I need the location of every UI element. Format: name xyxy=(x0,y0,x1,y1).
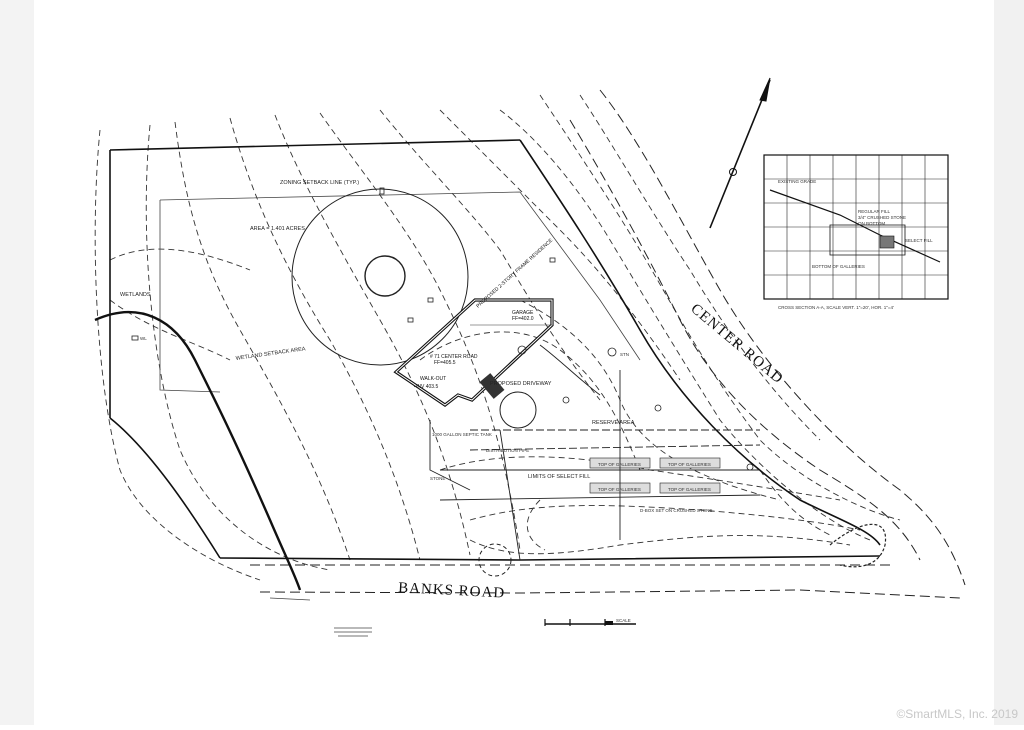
wetlands-label: WETLANDS xyxy=(120,292,151,298)
septic-tank-label: 1000 GALLON SEPTIC TANK xyxy=(432,432,492,437)
bottom-galleries-label: BOTTOM OF GALLERIES xyxy=(812,264,865,269)
septic-lines xyxy=(429,344,761,561)
top-galleries-label-1: TOP OF GALLERIES xyxy=(598,462,641,467)
select-fill-label: SELECT FILL xyxy=(905,238,933,243)
walkout-label: WALK-OUT xyxy=(420,376,446,382)
scale-label: SCALE xyxy=(616,618,631,623)
driveway-label: PROPOSED DRIVEWAY xyxy=(490,381,552,387)
contour-lines xyxy=(94,94,901,581)
main-ff: FF=405.5 xyxy=(434,360,456,366)
d-box-label: D-BOX SET ON CRUSHED STONE xyxy=(640,508,712,513)
site-plan-sheet: EXISTING GRADE REGULAR FILL 3/4" CRUSHED… xyxy=(34,0,994,725)
top-galleries-label-3: TOP OF GALLERIES xyxy=(598,487,641,492)
driveway-apron xyxy=(829,523,887,568)
inv-label: INV 403.5 xyxy=(416,384,438,390)
left-margin xyxy=(0,0,34,725)
copyright-watermark: ©SmartMLS, Inc. 2019 xyxy=(896,707,1018,721)
center-road-edges xyxy=(569,89,966,586)
right-margin xyxy=(994,0,1024,725)
center-road-label: CENTER ROAD xyxy=(687,301,786,388)
regular-fill-note: REGULAR FILL xyxy=(858,209,891,214)
top-galleries-label-4: TOP OF GALLERIES xyxy=(668,487,711,492)
top-galleries-label-2: TOP OF GALLERIES xyxy=(668,462,711,467)
site-plan-drawing: EXISTING GRADE REGULAR FILL 3/4" CRUSHED… xyxy=(94,77,966,637)
banks-road-edges xyxy=(250,564,961,599)
north-arrow-icon xyxy=(709,77,771,229)
wl-label: WL xyxy=(140,336,147,341)
cross-section-caption: CROSS SECTION A-A, SCALE VERT. 1"=20', H… xyxy=(778,305,894,310)
zoning-setback-label: ZONING SETBACK LINE (TYP.) xyxy=(280,180,359,186)
wetland-setback-label: WETLAND SETBACK AREA xyxy=(235,346,306,362)
scale-bar: SCALE xyxy=(544,618,636,626)
house-footprint xyxy=(393,298,554,407)
banks-road-label: BANKS ROAD xyxy=(398,580,506,602)
survey-markers xyxy=(131,187,754,471)
on-bottom-note: ON BOTTOM xyxy=(858,221,885,226)
distribution-pipe-label: DISTRIBUTION PIPE xyxy=(486,448,529,453)
zoning-setback xyxy=(159,191,641,393)
garage-ff: FF=402.0 xyxy=(512,316,534,322)
property-boundary xyxy=(109,139,881,561)
house-address: # 71 CENTER ROAD xyxy=(430,354,478,360)
existing-grade-label: EXISTING GRADE xyxy=(778,179,816,184)
garage-label: GARAGE xyxy=(512,310,534,316)
wetland-line xyxy=(94,310,302,591)
crushed-stone-note: 3/4" CRUSHED STONE xyxy=(858,215,906,220)
surveyor-stamp xyxy=(269,597,372,637)
stone-label: STONE xyxy=(430,476,445,481)
reserve-area-label: RESERVE AREA xyxy=(592,420,635,426)
stn-label-1: STN xyxy=(620,352,629,357)
cross-section-inset: EXISTING GRADE REGULAR FILL 3/4" CRUSHED… xyxy=(763,154,949,310)
well-radius xyxy=(291,188,537,577)
area-note: AREA = 1.401 ACRES xyxy=(250,226,305,232)
limits-fill-label: LIMITS OF SELECT FILL xyxy=(528,474,590,480)
